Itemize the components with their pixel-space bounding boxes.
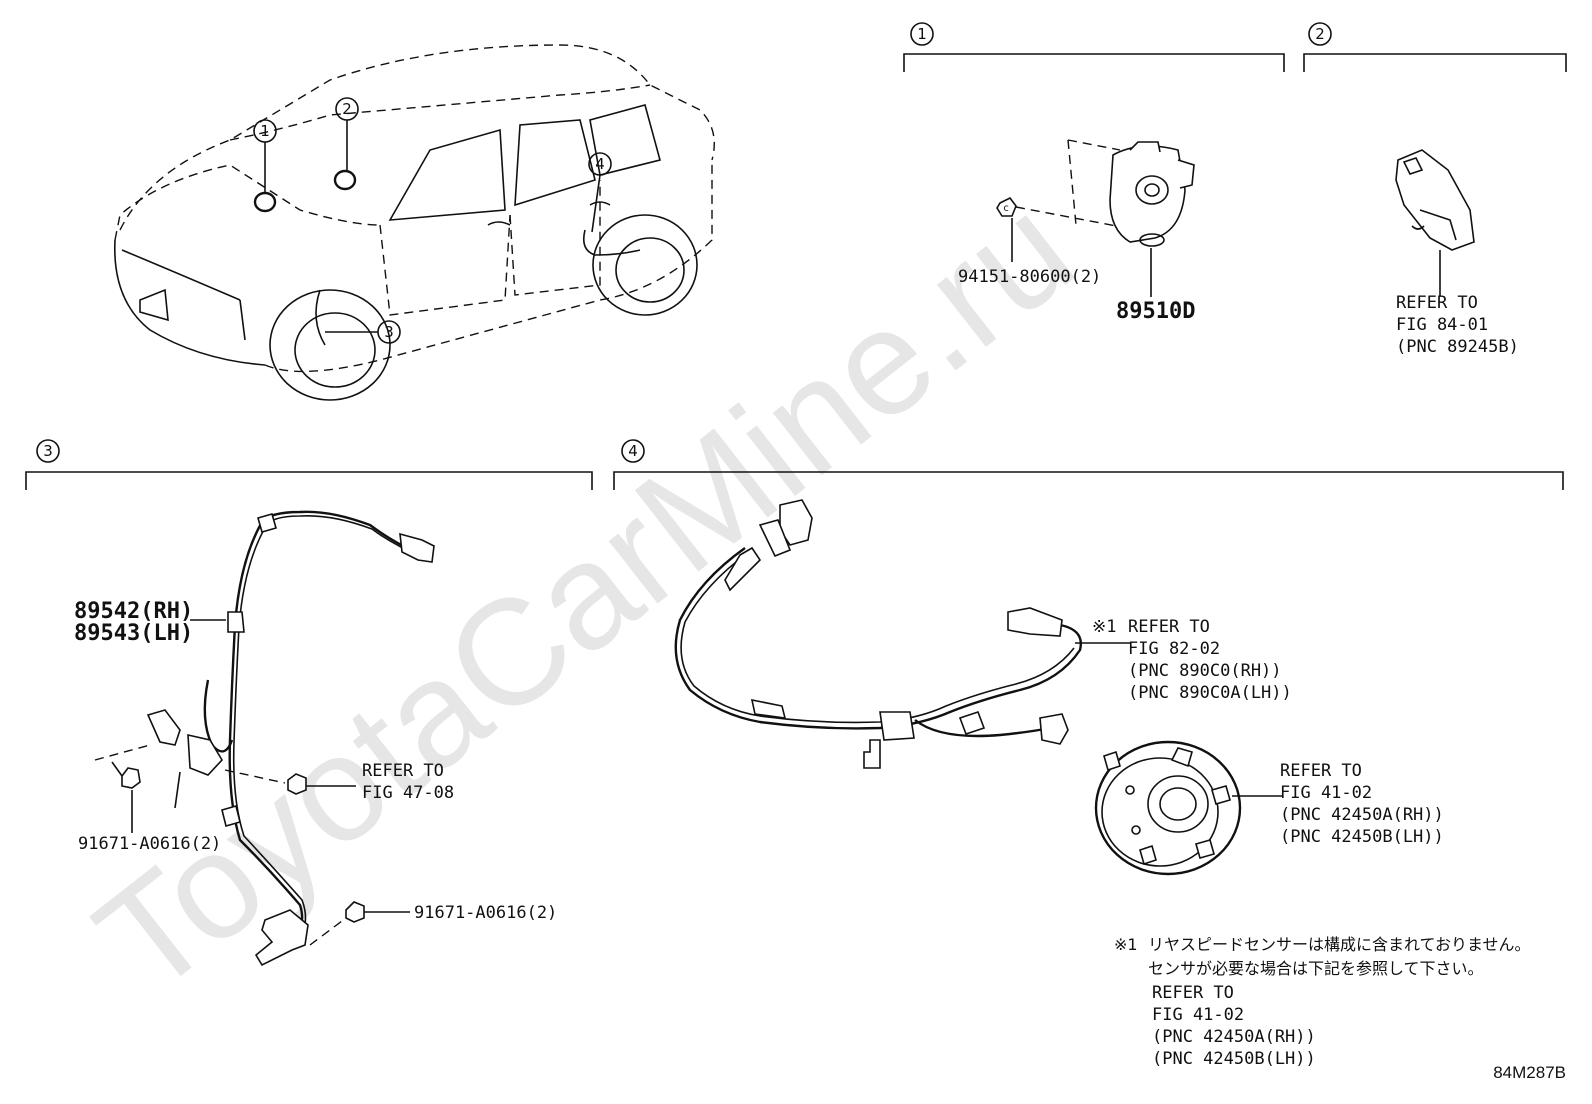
refer-hub-line2: FIG 41-02 [1280, 783, 1372, 803]
part-number-91671-right: 91671-A0616(2) [414, 903, 557, 923]
section-1-number: 1 [917, 25, 927, 43]
section-1: 1 c 94151-80600(2) 89510D [903, 22, 1285, 324]
rear-wheel [592, 214, 698, 316]
part-number-89543-lh: 89543(LH) [74, 621, 193, 646]
rear-axle-hub [1094, 740, 1282, 876]
refer-section2-line3: (PNC 89245B) [1396, 337, 1519, 357]
bolt-91671-right [345, 901, 410, 923]
callout-2-vehicle: 2 [335, 97, 359, 171]
refer-wire-line1: REFER TO [1128, 617, 1210, 637]
sensor-location-2 [333, 169, 357, 191]
refer-wire-line3: (PNC 890C0(RH)) [1128, 661, 1282, 681]
section-2: 2 REFER TO FIG 84-01 (PNC 89245B) [1303, 22, 1567, 357]
front-wheel [269, 289, 391, 401]
callout-3-vehicle: 3 [325, 320, 401, 344]
callout-4-vehicle: 4 [588, 152, 612, 233]
footnote-line3: (PNC 42450A(RH)) [1152, 1027, 1316, 1047]
footnote-line2: FIG 41-02 [1152, 1005, 1244, 1025]
part-number-89510d: 89510D [1116, 299, 1195, 324]
front-speed-sensor-wire [94, 510, 435, 967]
refer-section2-line2: FIG 84-01 [1396, 315, 1488, 335]
svg-text:4: 4 [595, 155, 605, 173]
part-number-94151: 94151-80600(2) [958, 267, 1101, 287]
vehicle-illustration [113, 44, 715, 401]
footnote-mark: ※1 [1114, 935, 1138, 954]
section-4: 4 ※1 REFER TO FIG 82-02 (PNC 890C0(RH)) … [613, 439, 1564, 876]
refer-hub-line1: REFER TO [1280, 761, 1362, 781]
refer-section3-line2: FIG 47-08 [362, 783, 454, 803]
footnote-line1: REFER TO [1152, 983, 1234, 1003]
rear-wire-harness [674, 499, 1130, 769]
bolt-94151: c [996, 196, 1128, 262]
section-3: 3 89542(RH) 89543(LH) 91671-A0616(2) [25, 439, 593, 967]
bolt-91671-mid [287, 773, 356, 795]
refer-section3-line1: REFER TO [362, 761, 444, 781]
section-4-number: 4 [628, 442, 638, 460]
refer-section2-line1: REFER TO [1396, 293, 1478, 313]
footnote-jp-line1: リヤスピードセンサーは構成に含まれておりません。 [1148, 935, 1531, 954]
note-mark-wire: ※1 [1092, 617, 1116, 637]
sensor-89245b [1395, 149, 1475, 296]
sensor-89510d [1067, 139, 1195, 297]
sensor-location-1 [253, 191, 277, 213]
watermark: ToyotaCarMine.ru [66, 164, 1102, 1025]
refer-hub-line4: (PNC 42450B(LH)) [1280, 827, 1444, 847]
refer-hub-line3: (PNC 42450A(RH)) [1280, 805, 1444, 825]
callout-1-vehicle: 1 [253, 119, 277, 193]
footnote-jp-line2: センサが必要な場合は下記を参照して下さい。 [1148, 959, 1484, 978]
bolt-91671-left [111, 761, 141, 833]
svg-text:c: c [1003, 203, 1009, 214]
svg-text:2: 2 [342, 100, 352, 118]
figure-code: 84M287B [1493, 1063, 1566, 1082]
refer-wire-line4: (PNC 890C0A(LH)) [1128, 683, 1292, 703]
section-3-number: 3 [43, 442, 53, 460]
footnote-line4: (PNC 42450B(LH)) [1152, 1049, 1316, 1069]
refer-wire-line2: FIG 82-02 [1128, 639, 1220, 659]
part-number-89542-rh: 89542(RH) [74, 599, 193, 624]
svg-text:1: 1 [260, 122, 270, 140]
svg-text:3: 3 [384, 323, 394, 341]
part-number-91671-left: 91671-A0616(2) [78, 834, 221, 854]
footnote: ※1 リヤスピードセンサーは構成に含まれておりません。 センサが必要な場合は下記… [1114, 935, 1531, 1069]
section-2-number: 2 [1315, 25, 1325, 43]
